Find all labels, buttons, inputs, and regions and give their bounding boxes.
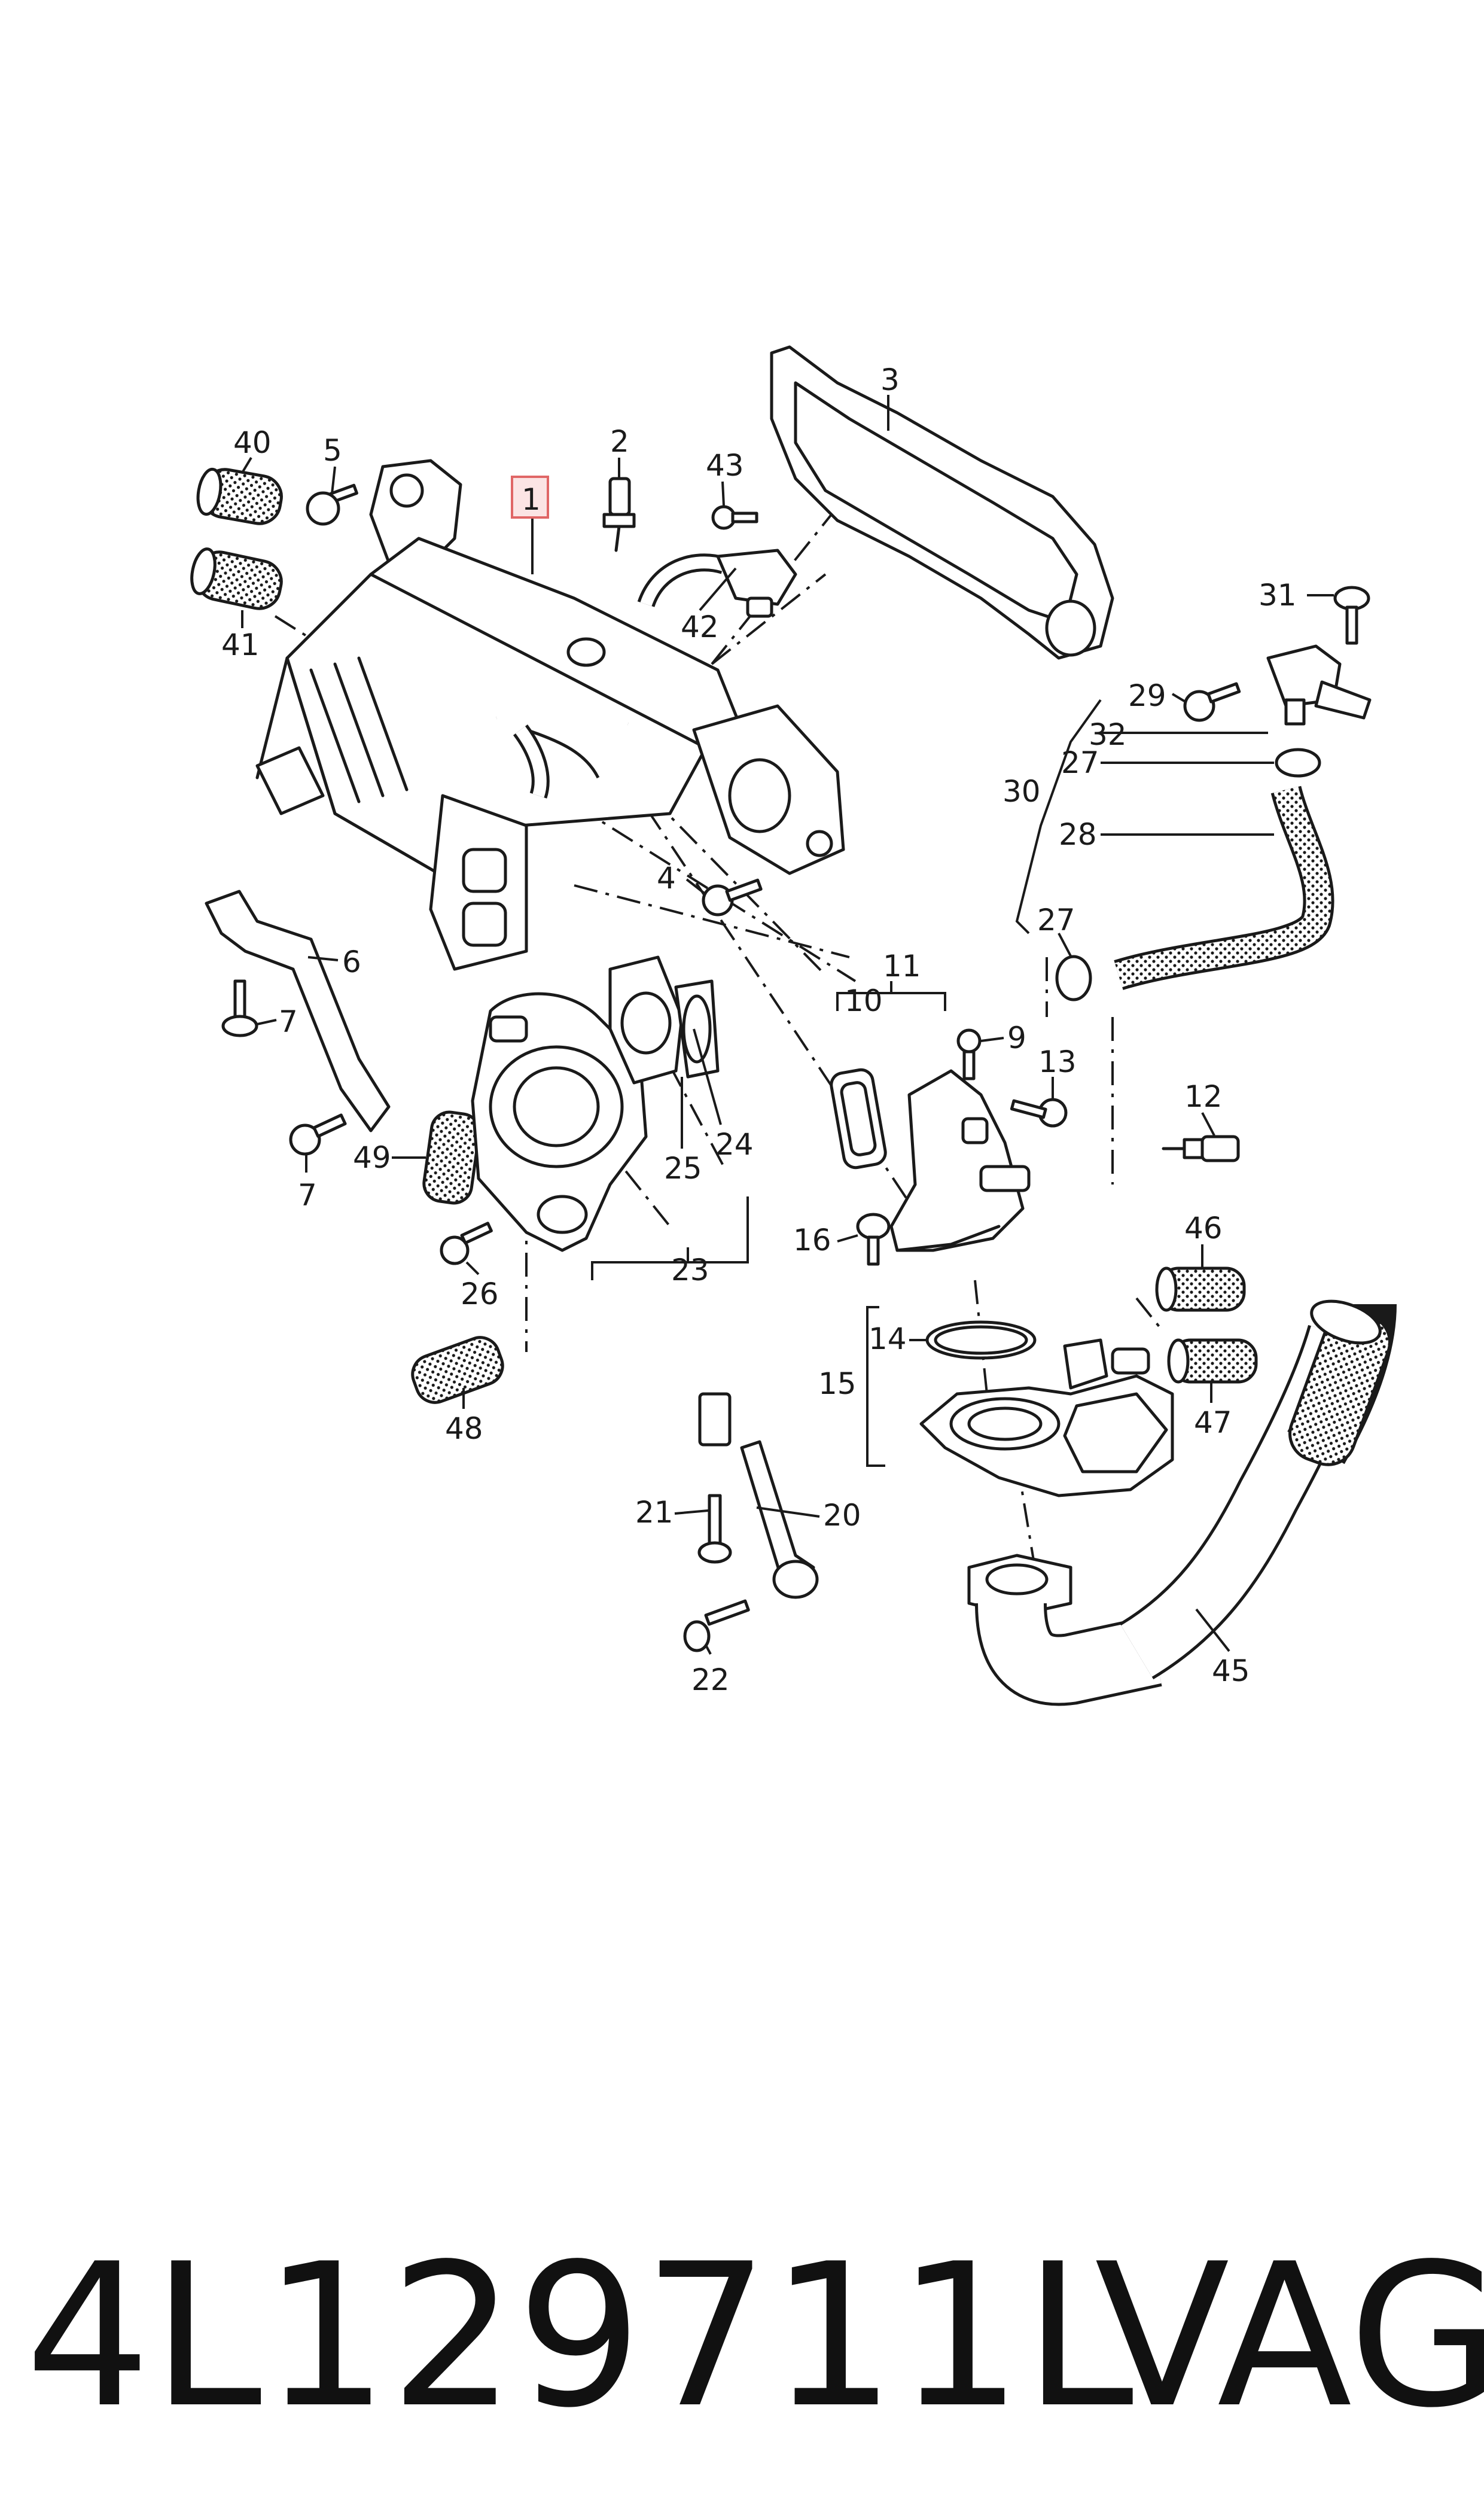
bolt-5 (306, 483, 358, 526)
callout-47[interactable]: 47 (1194, 1405, 1232, 1440)
housing-11 (830, 1068, 1031, 1252)
clip-27-upper (1275, 748, 1321, 778)
sensor-12 (1162, 1135, 1240, 1162)
callout-6[interactable]: 6 (342, 945, 361, 979)
callout-15[interactable]: 15 (818, 1366, 857, 1401)
bolt-13 (1010, 1098, 1068, 1128)
clip-27-lower (1055, 955, 1092, 1001)
callout-2[interactable]: 2 (610, 424, 629, 459)
hose-47 (1167, 1338, 1258, 1384)
bolt-7-upper (221, 979, 258, 1037)
callout-10[interactable]: 10 (845, 984, 883, 1018)
callout-27-upper[interactable]: 27 (1061, 745, 1099, 780)
hose-48 (411, 1336, 504, 1404)
callout-40[interactable]: 40 (233, 425, 272, 460)
stud-21 (697, 1392, 732, 1564)
leader-lines (241, 395, 1334, 1655)
bolt-16 (856, 1213, 891, 1266)
callout-7-upper[interactable]: 7 (279, 1004, 298, 1039)
callout-22[interactable]: 22 (691, 1663, 730, 1697)
egr-valve-23 (471, 955, 720, 1252)
callout-45[interactable]: 45 (1212, 1654, 1250, 1688)
gasket-3 (770, 345, 1114, 660)
callout-29[interactable]: 29 (1128, 678, 1166, 713)
callout-31[interactable]: 31 (1258, 578, 1297, 613)
callout-43[interactable]: 43 (706, 448, 744, 483)
callout-7-lower[interactable]: 7 (298, 1178, 317, 1213)
hose-46 (1155, 1266, 1246, 1312)
bolt-4 (702, 878, 763, 917)
bolt-22 (683, 1599, 750, 1652)
callout-13[interactable]: 13 (1038, 1045, 1077, 1079)
sensor-2 (602, 477, 636, 552)
callout-4[interactable]: 4 (657, 861, 676, 896)
callout-16[interactable]: 16 (793, 1223, 831, 1258)
callout-1[interactable]: 1 (522, 482, 541, 517)
callout-12[interactable]: 12 (1184, 1079, 1223, 1114)
link-rod-20 (740, 1440, 819, 1599)
hoses (190, 467, 1334, 1404)
callout-30[interactable]: 30 (1002, 774, 1041, 809)
callout-27-lower[interactable]: 27 (1037, 903, 1075, 937)
callout-42[interactable]: 42 (681, 610, 719, 644)
callout-5[interactable]: 5 (323, 433, 342, 468)
pipe-45 (967, 1299, 1397, 1706)
callout-46[interactable]: 46 (1184, 1211, 1223, 1246)
callouts: 1 2 3 4 5 6 7 7 9 10 11 12 13 14 15 16 2… (221, 363, 1297, 1697)
bolt-31 (1333, 586, 1370, 645)
callout-3[interactable]: 3 (880, 363, 900, 397)
hose-49 (422, 1110, 481, 1205)
callout-28[interactable]: 28 (1059, 817, 1097, 852)
valve-15 (919, 1320, 1174, 1497)
callout-11[interactable]: 11 (883, 949, 921, 984)
hose-41 (190, 547, 283, 610)
callout-49[interactable]: 49 (353, 1140, 391, 1175)
brand-caption: VAG (1095, 2221, 1484, 2451)
pressure-sensor-32 (1266, 644, 1372, 726)
callout-21[interactable]: 21 (635, 1495, 674, 1530)
callout-20[interactable]: 20 (823, 1498, 861, 1533)
egr-cooler-module (255, 459, 845, 971)
bolt-43 (711, 505, 758, 530)
callout-32[interactable]: 32 (1089, 717, 1127, 752)
callout-26[interactable]: 26 (461, 1277, 499, 1311)
bolt-7-lower (289, 1113, 347, 1156)
bolt-29 (1183, 682, 1241, 722)
hose-42 (637, 549, 797, 618)
callout-1-highlight (511, 476, 549, 519)
callout-23[interactable]: 23 (671, 1253, 709, 1287)
screw-9 (956, 1028, 982, 1080)
callout-25[interactable]: 25 (664, 1151, 702, 1186)
callout-24[interactable]: 24 (715, 1127, 754, 1162)
hose-28 (1114, 785, 1334, 990)
callout-41[interactable]: 41 (221, 628, 260, 662)
bracket-6 (205, 890, 391, 1132)
callout-14[interactable]: 14 (869, 1322, 907, 1356)
part-number-caption: 4L129711L (25, 2221, 1135, 2451)
callout-9[interactable]: 9 (1007, 1021, 1026, 1055)
small-parts (221, 477, 1372, 1652)
hose-40 (196, 467, 283, 525)
callout-48[interactable]: 48 (445, 1411, 483, 1446)
bolt-26 (440, 1222, 493, 1265)
